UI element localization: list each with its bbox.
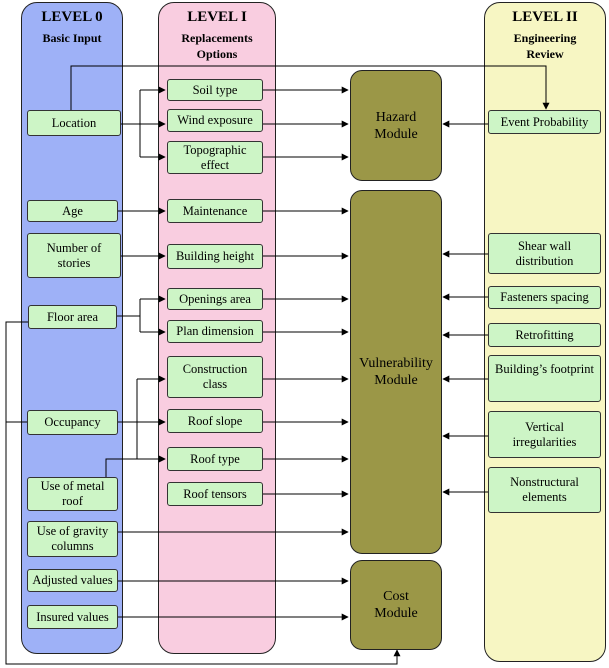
cost-module-label: Cost Module	[374, 589, 418, 621]
roof-type-box: Roof type	[167, 447, 263, 471]
roof-tensors-box: Roof tensors	[167, 482, 263, 506]
number-of-stories-label: Number of stories	[46, 240, 102, 270]
nonstructural-elements-label: Nonstructural elements	[510, 475, 579, 504]
level-1-title: LEVEL I	[187, 9, 247, 25]
level-2-title: LEVEL II	[512, 9, 578, 25]
vertical-irregularities-label: Vertical irregularities	[512, 419, 577, 449]
floor-area-to-cost-arrow	[5, 321, 401, 665]
use-of-gravity-columns-box: Use of gravity columns	[27, 521, 118, 557]
insured-values-label: Insured values	[36, 609, 109, 624]
soil-type-box: Soil type	[167, 79, 263, 101]
building-height-label: Building height	[175, 249, 255, 263]
fasteners-spacing-box: Fasteners spacing	[488, 286, 601, 309]
level-0-subtitle: Basic Input	[42, 31, 102, 45]
roof-slope-label: Roof slope	[187, 413, 243, 428]
topographic-effect-label: Topographic effect	[183, 142, 247, 172]
construction-class-label: Construction class	[182, 362, 248, 391]
location-box: Location	[27, 110, 121, 136]
roof-tensors-label: Roof tensors	[183, 486, 247, 501]
level-0-title: LEVEL 0	[41, 9, 103, 25]
adjusted-values-label: Adjusted values	[32, 573, 113, 587]
hazard-module: Hazard Module	[350, 70, 442, 181]
level-1-subtitle: Replacements Options	[181, 31, 253, 61]
fasteners-spacing-label: Fasteners spacing	[500, 290, 589, 304]
number-of-stories-box: Number of stories	[27, 233, 121, 278]
shear-wall-distribution-label: Shear wall distribution	[515, 238, 574, 268]
metal-roof-to-roof-type-arrow	[105, 455, 166, 477]
buildings-footprint-label: Building’s footprint	[495, 362, 594, 376]
soil-type-label: Soil type	[192, 82, 238, 97]
openings-area-box: Openings area	[167, 288, 263, 310]
floor-area-box: Floor area	[28, 305, 117, 329]
plan-dimension-label: Plan dimension	[176, 324, 254, 338]
nonstructural-elements-box: Nonstructural elements	[488, 467, 601, 513]
level-2-subtitle: Engineering Review	[513, 31, 577, 61]
roof-slope-box: Roof slope	[167, 409, 263, 433]
maintenance-label: Maintenance	[182, 203, 248, 218]
use-of-metal-roof-box: Use of metal roof	[27, 477, 118, 511]
event-probability-box: Event Probability	[488, 110, 601, 134]
topographic-effect-box: Topographic effect	[167, 141, 263, 174]
cost-module: Cost Module	[350, 560, 442, 650]
age-box: Age	[27, 200, 118, 222]
shear-wall-distribution-box: Shear wall distribution	[488, 233, 601, 274]
vulnerability-module-label: Vulnerability Module	[359, 356, 433, 388]
hazard-module-label: Hazard Module	[374, 109, 418, 142]
adjusted-values-box: Adjusted values	[27, 569, 118, 592]
building-height-box: Building height	[167, 244, 263, 269]
roof-type-label: Roof type	[190, 451, 240, 466]
retrofitting-box: Retrofitting	[488, 323, 601, 347]
openings-area-label: Openings area	[179, 291, 251, 306]
use-of-metal-roof-label: Use of metal roof	[40, 479, 105, 508]
occupancy-label: Occupancy	[44, 415, 101, 429]
buildings-footprint-box: Building’s footprint	[488, 355, 601, 402]
vulnerability-module: Vulnerability Module	[350, 190, 442, 554]
maintenance-box: Maintenance	[167, 199, 263, 223]
event-probability-label: Event Probability	[500, 114, 589, 129]
use-of-gravity-columns-label: Use of gravity columns	[36, 524, 109, 553]
floor-area-label: Floor area	[46, 309, 99, 324]
occupancy-box: Occupancy	[27, 410, 118, 435]
age-label: Age	[62, 203, 83, 218]
location-to-event-probability-arrow	[70, 65, 550, 110]
wind-exposure-label: Wind exposure	[177, 113, 253, 127]
retrofitting-label: Retrofitting	[515, 327, 574, 342]
wind-exposure-box: Wind exposure	[167, 109, 263, 132]
plan-dimension-box: Plan dimension	[167, 320, 263, 343]
vertical-irregularities-box: Vertical irregularities	[488, 411, 601, 458]
insured-values-box: Insured values	[27, 605, 118, 629]
location-label: Location	[51, 115, 97, 130]
construction-class-box: Construction class	[167, 356, 263, 398]
